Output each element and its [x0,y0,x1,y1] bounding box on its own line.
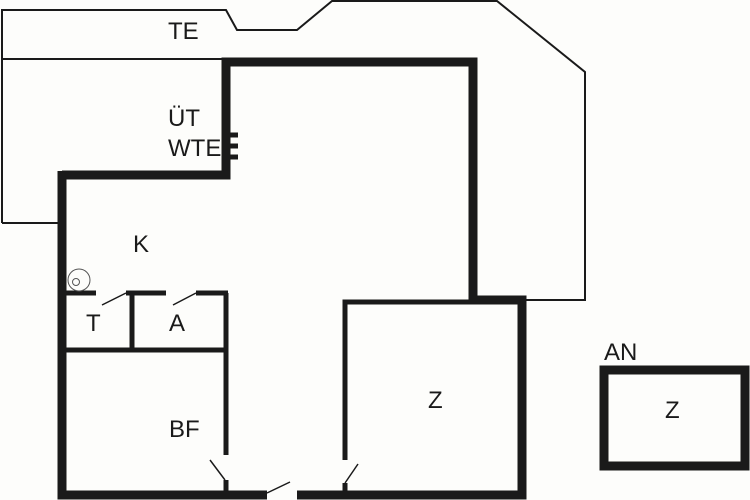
label-bathroom: BF [169,416,200,443]
label-room: Z [428,387,443,414]
washbasin-icon [67,268,91,292]
label-storage: A [169,310,185,337]
label-terrace: TE [168,18,199,45]
terrace-outline [1,0,586,301]
exterior-walls [57,57,527,500]
interior-walls [62,290,473,495]
label-covered-terrace: ÜT [168,105,200,132]
doors [101,292,359,494]
label-kitchen: K [133,231,149,258]
annex-room-walls [599,365,750,471]
label-toilet: T [86,310,101,337]
label-annex-room: Z [665,397,680,424]
label-annex: AN [604,339,637,366]
label-covered-terrace-2: WTE [168,135,221,162]
